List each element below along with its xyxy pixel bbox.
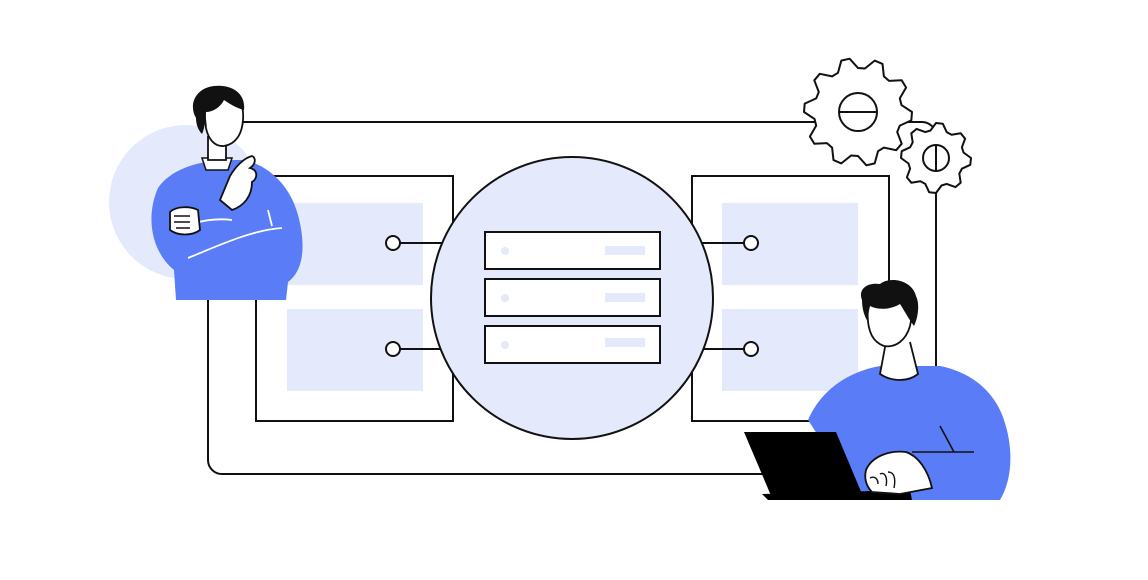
gear-icon [900,122,972,194]
person-arm-lines [912,425,974,453]
person-fist [169,206,201,236]
laptop-icon [744,432,862,498]
right-node-bottom [743,341,759,357]
person-thinking [109,85,303,300]
person-torso [808,366,1011,500]
left-panel [255,175,454,422]
person-hair [192,85,245,134]
person-hand [864,450,934,495]
person-finger-lines [869,471,896,489]
person-torso [151,160,303,300]
person-fist-lines [174,215,190,229]
server-unit [484,231,661,270]
person-hair [860,280,919,326]
gear-icon [803,57,913,167]
server-unit [484,278,661,317]
person-neck [879,341,920,381]
person-hand [218,155,258,212]
left-node-bottom [385,341,401,357]
right-node-top [743,235,759,251]
person-working [744,280,1011,500]
server-unit [484,325,661,364]
server-rack-icon [430,156,714,440]
left-node-top [385,235,401,251]
